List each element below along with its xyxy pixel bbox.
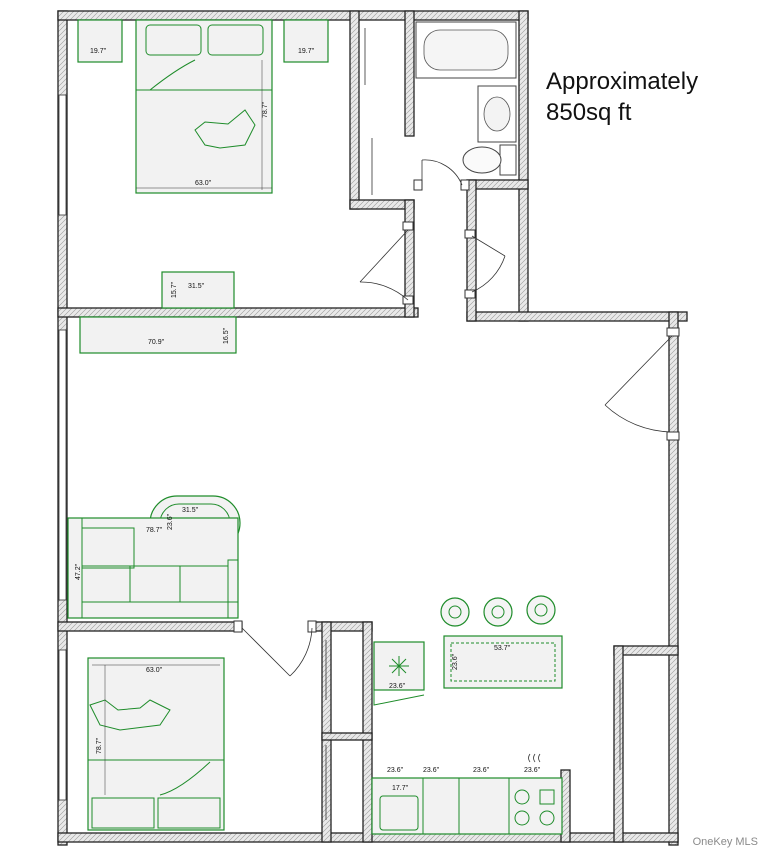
dim-bed2-length: 78.7" — [96, 737, 103, 754]
door-bedroom2 — [241, 627, 313, 677]
kitchen-island — [443, 635, 563, 689]
dim-coffee-depth: 23.6" — [167, 513, 174, 530]
window-living — [58, 329, 67, 601]
wall-step — [466, 311, 688, 322]
wall-closet2-mid — [321, 732, 373, 741]
wall-bedroom1-bottom — [57, 307, 419, 318]
wall-top — [57, 10, 529, 21]
console — [79, 316, 237, 354]
wall-bath-right — [518, 10, 529, 322]
dim-dresser-depth: 15.7" — [171, 281, 178, 298]
dim-bed2-width: 63.0" — [146, 667, 163, 674]
wall-hall-left — [404, 199, 415, 318]
dim-nightstand-right: 19.7" — [298, 48, 315, 55]
bar-stools — [440, 595, 556, 627]
nightstand-right — [283, 19, 329, 63]
walls — [57, 10, 688, 846]
person-icon — [194, 109, 256, 149]
dresser — [161, 271, 235, 309]
dim-sofa-length: 78.7" — [146, 527, 163, 534]
wall-linen-left — [466, 179, 477, 322]
door-entry — [604, 335, 673, 433]
dim-sink: 17.7" — [392, 785, 409, 792]
bed2 — [87, 657, 225, 831]
wall-right — [668, 311, 679, 846]
dim-fridge: 23.6" — [389, 683, 406, 690]
kitchen — [371, 595, 563, 835]
dim-bed1-length: 78.7" — [262, 101, 269, 118]
dimension-labels: 19.7" 19.7" 63.0" 78.7" 31.5" 15.7" 70.9… — [75, 48, 541, 792]
dim-cabinet-4: 23.6" — [524, 767, 541, 774]
windows — [58, 94, 67, 801]
living — [67, 316, 241, 619]
dim-cabinet-1: 23.6" — [387, 767, 404, 774]
window-bedroom2 — [58, 649, 67, 801]
area-label: Approximately 850sq ft — [546, 66, 698, 128]
dim-sofa-depth: 47.2" — [75, 563, 82, 580]
counter — [371, 777, 563, 835]
door-bedroom1 — [359, 229, 409, 301]
area-label-line1: Approximately — [546, 68, 699, 95]
dim-console-width: 70.9" — [148, 339, 165, 346]
dim-island-depth: 23.6" — [452, 653, 459, 670]
bathroom — [415, 21, 517, 176]
snowflake-icon — [389, 656, 409, 676]
dim-coffee-width: 31.5" — [182, 507, 199, 514]
bed1 — [135, 19, 273, 194]
window-bedroom1 — [58, 94, 67, 216]
area-label-line2: 850sq ft — [546, 99, 632, 126]
dim-cabinet-2: 23.6" — [423, 767, 440, 774]
dim-bed1-width: 63.0" — [195, 180, 212, 187]
toilet — [499, 144, 517, 176]
dim-cabinet-3: 23.6" — [473, 767, 490, 774]
dim-island-width: 53.7" — [494, 645, 511, 652]
wall-pantry-left — [613, 645, 624, 843]
dim-dresser-width: 31.5" — [188, 283, 205, 290]
watermark: OneKey MLS — [692, 836, 758, 848]
door-linen — [471, 235, 506, 293]
stove-icon — [514, 789, 555, 826]
wall-bedroom2-top — [57, 621, 243, 632]
dim-console-depth: 16.5" — [223, 327, 230, 344]
wall-closet2-right — [362, 621, 373, 843]
bedroom2 — [87, 657, 225, 831]
sofa — [67, 517, 239, 619]
dim-nightstand-left: 19.7" — [90, 48, 107, 55]
wall-closet2-left — [321, 621, 332, 843]
bedroom1 — [77, 19, 329, 309]
wall-closet-left — [349, 10, 360, 210]
person-icon — [89, 699, 171, 731]
kitchen-sink — [379, 795, 419, 831]
wall-bath-left — [404, 10, 415, 137]
door-bathroom — [421, 159, 463, 186]
doors — [233, 28, 680, 820]
nightstand-left — [77, 19, 123, 63]
